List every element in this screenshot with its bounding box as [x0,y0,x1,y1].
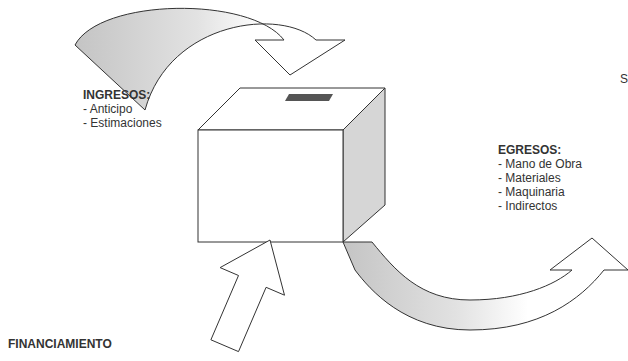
list-item: - Estimaciones [83,116,162,130]
cut-off-text: S [620,72,628,86]
list-item: - Indirectos [498,199,557,213]
financing-arrow [211,240,285,352]
section-heading: FINANCIAMIENTO [8,337,112,351]
section-heading: INGRESOS: [83,88,150,102]
box-side-face [343,88,385,242]
list-item: - Mano de Obra [498,157,582,171]
box-slot [285,94,333,101]
outflow-arrow [343,238,628,330]
inflow-arrow [75,8,345,110]
box-front-face [198,130,343,242]
section-heading: EGRESOS: [498,143,561,157]
list-item: - Anticipo [83,102,132,116]
list-item: - Materiales [498,171,561,185]
list-item: - Maquinaria [498,185,565,199]
